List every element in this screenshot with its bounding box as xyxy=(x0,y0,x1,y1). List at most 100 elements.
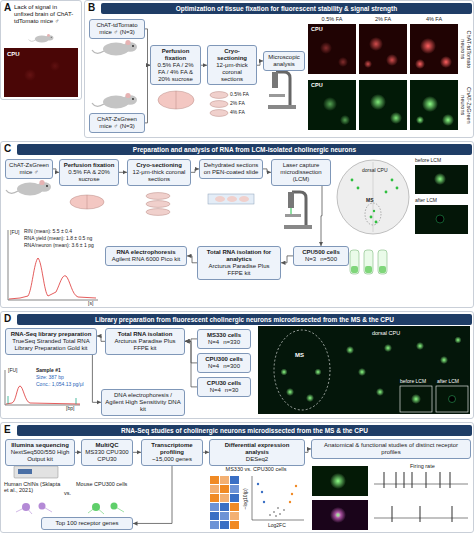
panel-title-band: RNA-Seq studies of cholinergic neurons m… xyxy=(17,425,472,436)
label-text: [FU] xyxy=(8,368,17,374)
box-text: ChAT-ZsGreen mice ♂ xyxy=(9,162,49,176)
box-text: RNA-Seq library preparation xyxy=(9,331,93,338)
flow-arrow xyxy=(133,452,141,453)
label-text: MS xyxy=(366,198,374,204)
label-text: MS xyxy=(295,352,304,359)
process-box: MS330 cellsN=4n=330 xyxy=(197,329,251,349)
box-text: DNA electrophoresis / Agilent High Sensi… xyxy=(105,392,181,413)
process-box: Transcriptome profiling~15,000 genes xyxy=(141,439,203,466)
panel-d-drawings xyxy=(5,326,470,414)
label-text: 0.5% FA xyxy=(230,92,249,98)
process-box: Total RNA isolationArcturus Paradise Plu… xyxy=(105,328,185,355)
label-text: 4% FA xyxy=(230,110,245,116)
label-text: [s] xyxy=(88,301,93,307)
label-text: 2% FA xyxy=(230,101,245,107)
label-text: RNA yield (mean): 1.8 ± 0.5 ng xyxy=(24,236,92,242)
panel-a-image xyxy=(4,34,78,97)
label-text: RIN (mean): 5.5 ± 0.4 xyxy=(24,229,72,235)
label-text: 0.5% FA xyxy=(308,16,356,22)
cell-count: N=4 xyxy=(208,339,219,346)
box-text: 0.5% FA / 2% FA / 4% FA & 20% sucrose xyxy=(154,62,197,83)
process-box: CPU300 cellsN=4n=300 xyxy=(197,353,251,373)
box-text: MultiQC xyxy=(85,442,129,449)
flow-arrow xyxy=(281,256,293,263)
process-box: Total RNA isolation for analyticsArcturu… xyxy=(197,246,281,280)
label-text: after LCM xyxy=(415,198,437,204)
label-text: 4% FA xyxy=(410,16,458,22)
process-box: Differential expression analysisDESeq2 xyxy=(209,439,305,466)
process-box: Cryo-sectioning12-μm-thick coronal secti… xyxy=(207,45,257,85)
cell-count: N=4 xyxy=(210,387,221,394)
box-text: Perfusion fixation xyxy=(154,48,197,62)
panel-letter: B xyxy=(88,2,95,14)
box-text: TrueSeq Stranded Total RNA Library Prepa… xyxy=(9,338,93,352)
cell-count: n=500 xyxy=(320,256,337,263)
box-text: CPU500 cells xyxy=(297,249,345,256)
flow-arrow xyxy=(119,172,127,173)
label-text: Human ChINs (Sklapta et al., 2021) xyxy=(4,481,62,494)
box-text: 12-μm-thick coronal sections xyxy=(131,169,187,183)
box-text: MS330 cells xyxy=(201,332,247,339)
label-text: Mouse CPU300 cells xyxy=(76,481,138,487)
flow-arrow xyxy=(185,341,197,387)
process-box: ChAT-tdTomato mice ♂ (N=3) xyxy=(89,19,145,39)
process-box: Perfusion fixation0.5% FA & 20% sucrose xyxy=(59,159,119,186)
label-text: MS330 vs. CPU300 cells xyxy=(208,466,304,472)
box-text: 0.5% FA & 20% sucrose xyxy=(63,169,115,183)
panel-frame: ALack of signal in unfixed brain of ChAT… xyxy=(0,0,82,100)
label-text: CPU xyxy=(311,82,323,88)
label-text: before LCM xyxy=(400,379,426,385)
process-box: MultiQCMS330 CPU300 CPU30 xyxy=(81,439,133,466)
flow-arrow xyxy=(191,169,199,172)
box-text: 12-μm-thick coronal sections xyxy=(211,62,253,83)
process-box: Cryo-sectioning12-μm-thick coronal secti… xyxy=(127,159,191,186)
panel-frame: D Library preparation from fluorescent ch… xyxy=(0,311,474,419)
process-box: Laser capture microdissection (LCM) xyxy=(271,159,331,186)
process-box: Perfusion fixation0.5% FA / 2% FA / 4% F… xyxy=(150,45,201,85)
panel-letter: C xyxy=(4,143,11,155)
label-text: Conc.: 1,054.13 pg/μl xyxy=(36,382,84,388)
label-text: RNA/neuron (mean): 3.6 ± 1 pg xyxy=(24,243,94,249)
process-box: Anatomical & functional studies of disti… xyxy=(311,439,471,459)
box-text: DESeq2 xyxy=(213,456,301,463)
label-text: CPU xyxy=(7,51,20,58)
process-box: Top 100 receptor genes xyxy=(41,517,133,530)
box-text: Laser capture microdissection (LCM) xyxy=(275,162,327,183)
box-text: Total RNA isolation xyxy=(109,331,181,338)
panel-e-drawings xyxy=(14,466,468,530)
panel-frame: ERNA-Seq studies of cholinergic neurons … xyxy=(0,422,474,533)
panel-b-drawings xyxy=(92,24,458,130)
box-text: ~15,000 genes xyxy=(145,456,199,463)
box-text: Transcriptome profiling xyxy=(145,442,199,456)
flow-arrow xyxy=(97,336,105,341)
panel-letter: A xyxy=(4,2,11,14)
process-box: ChAT-ZsGreen mice ♂ xyxy=(5,159,53,179)
label-text: [FU] xyxy=(10,230,19,236)
panel-title-band: Optimization of tissue fixation for fluo… xyxy=(101,3,472,14)
box-text: Differential expression analysis xyxy=(213,442,301,456)
process-box: Illumina sequencingNextSeq500/550 High O… xyxy=(5,439,75,466)
panel-title-band: Library preparation from fluorescent cho… xyxy=(17,314,472,325)
label-text: vs. xyxy=(64,490,71,496)
cell-count: n=30 xyxy=(225,387,239,394)
flow-arrow xyxy=(133,466,172,524)
label-text: before LCM xyxy=(415,158,441,164)
box-text: Arcturus Paradise Plus FFPE kit xyxy=(201,263,277,277)
label-text: [bp] xyxy=(66,406,74,412)
panel-letter: D xyxy=(4,313,11,325)
panel-c-drawings xyxy=(6,160,468,300)
cell-count: N=3 xyxy=(305,256,316,263)
cell-count: N=4 xyxy=(208,363,219,370)
label-text: Firing rate xyxy=(410,463,435,469)
box-text: CPU30 cells xyxy=(201,380,247,387)
box-text: Top 100 receptor genes xyxy=(45,520,129,527)
process-box: RNA electrophoresisAgilent RNA 6000 Pico… xyxy=(105,246,187,266)
process-box: RNA-Seq library preparationTrueSeq Stran… xyxy=(5,328,97,355)
box-text: ChAT-ZsGreen mice ♂ (N=3) xyxy=(93,116,141,130)
box-text: Dehydrated sections on PEN-coated slide xyxy=(203,162,259,176)
process-box: ChAT-ZsGreen mice ♂ (N=3) xyxy=(89,113,145,133)
flow-arrow xyxy=(187,256,197,263)
box-text: Anatomical & functional studies of disti… xyxy=(315,442,467,456)
